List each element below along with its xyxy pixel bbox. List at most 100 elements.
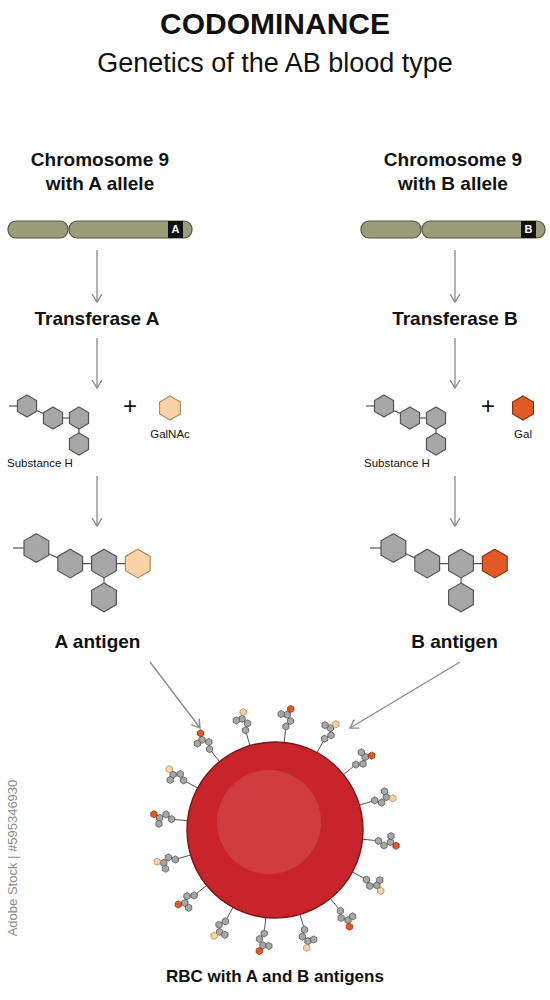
flow-arrow (454, 476, 455, 526)
sugar-molecule: Gal (500, 393, 546, 441)
antigen-stalk (265, 917, 266, 930)
sugar-hexagon (322, 735, 328, 742)
sugar-hexagon (180, 777, 186, 784)
antigen-stalk (179, 855, 191, 859)
chromosome-bar: A (5, 216, 195, 244)
antigen-stalk (362, 839, 375, 840)
allele-locus (168, 221, 183, 238)
flow-arrow (350, 662, 460, 728)
molecule-label: Substance H (362, 456, 462, 470)
sugar-hexagon (216, 921, 222, 928)
sugar-hexagon (322, 722, 328, 729)
substance-molecule: Substance H (5, 392, 105, 470)
sugar-hexagon (346, 923, 352, 930)
sugar-hexagon (206, 738, 212, 745)
plus-sign: + (478, 392, 498, 420)
sugar-hexagon (367, 882, 373, 889)
sugar-hexagon (256, 935, 262, 942)
sugar-hexagon (283, 723, 289, 730)
sugar-hexagon (415, 549, 440, 578)
antigen-stalk (187, 782, 198, 788)
sugar-hexagon (162, 865, 168, 872)
antigen-stalk (358, 802, 370, 806)
sugar-hexagon (378, 799, 384, 806)
sugar-hexagon (206, 746, 212, 753)
sugar-hexagon (388, 833, 394, 840)
sugar-hexagon (287, 717, 293, 724)
flow-arrow (96, 476, 97, 526)
surface-antigen (194, 730, 220, 763)
sugar-hexagon (242, 727, 248, 734)
antigen-stalk (212, 752, 220, 762)
sugar-hexagon (337, 907, 343, 914)
long-arm (69, 221, 192, 238)
sugar-hexagon (369, 752, 375, 759)
sugar-hexagon (151, 811, 157, 818)
allele-letter: B (521, 221, 536, 238)
sugar-hexagon (222, 918, 228, 925)
short-arm (8, 221, 68, 238)
antigen-name: B antigen (362, 630, 547, 654)
sugar-hexagon (43, 407, 62, 429)
sugar-hexagon (184, 893, 190, 900)
sugar-hexagon (163, 811, 169, 818)
chromosome: Chromosome 9 with B alleleB (358, 148, 548, 244)
sugar-hexagon (222, 931, 228, 938)
sugar-hexagon (58, 549, 83, 578)
sugar-hexagon (301, 926, 307, 933)
sugar-hexagon (160, 396, 181, 420)
sugar-hexagon (305, 938, 311, 945)
flow-arrow (96, 338, 97, 388)
chromosome-heading: Chromosome 9 with A allele (25, 148, 175, 196)
sugar-hexagon (378, 887, 384, 894)
cell-caption: RBC with A and B antigens (100, 966, 450, 988)
sugar-hexagon (211, 932, 217, 939)
antigen-stalk (227, 906, 233, 917)
enzyme-name: Transferase A (17, 306, 177, 332)
antigen-drawing (5, 530, 190, 630)
sugar-hexagon (24, 534, 49, 563)
chromosome: Chromosome 9 with A alleleA (5, 148, 195, 244)
sugar-hexagon (172, 856, 178, 863)
substance-molecule: Substance H (362, 392, 462, 470)
surface-antigen (358, 788, 396, 806)
antigen-stalk (300, 913, 304, 925)
cell-highlight (217, 770, 321, 874)
rbc-drawing (100, 712, 450, 962)
sugar-hexagon (353, 761, 359, 768)
sugar-hexagon (390, 795, 396, 802)
sugar-hexagon (156, 820, 162, 827)
surface-antigen (299, 913, 317, 951)
flow-arrow (454, 250, 455, 302)
enzyme-name: Transferase B (375, 306, 535, 332)
surface-antigen (330, 898, 356, 931)
sugar-hexagon (333, 721, 339, 728)
sugar-label: GalNAc (142, 427, 198, 441)
sugar-hexagon (426, 433, 445, 455)
sugar-hexagon (175, 901, 181, 908)
sugar-hexagon (449, 549, 474, 578)
sugar-hexagon (482, 549, 507, 578)
sugar-drawing (500, 393, 546, 423)
cell-body (187, 742, 363, 918)
sugar-hexagon (328, 732, 334, 739)
sugar-hexagon (17, 395, 36, 417)
sugar-hexagon (381, 788, 387, 795)
sugar-hexagon (194, 740, 200, 747)
chromosome-bar: B (358, 216, 548, 244)
sugar-hexagon (311, 936, 317, 943)
antigen-stalk (343, 767, 353, 775)
sugar-hexagon (304, 944, 310, 951)
sugar-hexagon (125, 549, 150, 578)
surface-antigen (343, 749, 375, 776)
sugar-hexagon (239, 715, 245, 722)
sugar-hexagon (261, 930, 267, 937)
sugar-hexagon (177, 770, 183, 777)
sugar-hexagon (167, 776, 173, 783)
sugar-hexagon (374, 395, 393, 417)
flow-arrow (150, 662, 200, 728)
flow-arrow (96, 250, 97, 302)
antigen-stalk (247, 734, 251, 746)
molecule-drawing (362, 392, 462, 456)
surface-antigen (351, 872, 383, 895)
